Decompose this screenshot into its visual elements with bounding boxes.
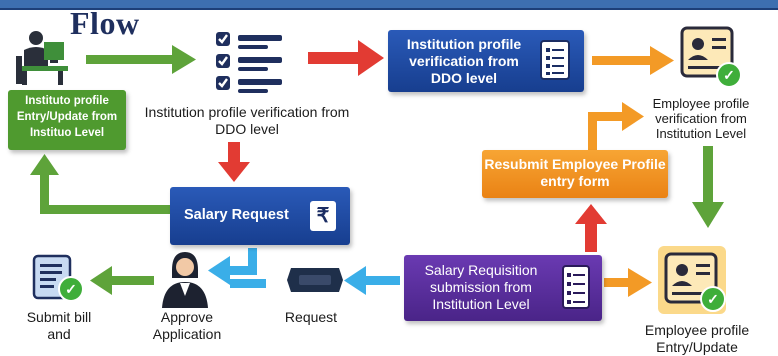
document-list-icon: [540, 40, 570, 80]
instituto-profile-entry-box[interactable]: Instituto profile Entry/Update from Inst…: [8, 90, 126, 150]
employee-verification-label: Employee profile verification from Insti…: [652, 96, 750, 141]
document-list-icon: [562, 265, 590, 309]
arrow-green-to-submit-bill: [90, 266, 154, 295]
arrow-orange-to-emp-verify: [592, 46, 674, 75]
checkmark-icon: ✓: [700, 286, 726, 312]
arrow-red-down-to-salary: [218, 142, 250, 182]
arrow-red-up-to-resubmit: [575, 204, 607, 252]
arrow-blue-salary-to-approve: [208, 248, 257, 285]
arrow-green-salary-to-entry: [30, 154, 170, 214]
checkmark-icon: ✓: [58, 276, 84, 302]
checkmark-icon: ✓: [716, 62, 742, 88]
person-at-desk-icon: [16, 31, 68, 85]
institution-ddo-verification-text: Institution profile verification from DD…: [406, 36, 522, 86]
checklist-icon: [216, 32, 282, 93]
bill-icon: ✓: [30, 254, 88, 306]
resubmit-employee-box[interactable]: Resubmit Employee Profile entry form: [482, 150, 668, 198]
submit-bill-label: Submit bill and: [26, 309, 92, 342]
rupee-icon: ₹: [310, 201, 336, 231]
arrow-red-to-ddo-box: [308, 40, 384, 76]
institution-verification-label: Institution profile verification from DD…: [144, 104, 350, 137]
arrow-orange-to-emp-entry: [604, 268, 652, 297]
salary-requisition-text: Salary Requisition submission from Insti…: [424, 262, 538, 312]
page-title: Flow: [70, 5, 140, 41]
businesswoman-icon: [162, 252, 208, 308]
salary-request-text: Salary Request: [184, 207, 289, 223]
arrow-green-down-to-entry: [692, 146, 724, 228]
employee-entry-label: Employee profile Entry/Update: [644, 322, 750, 355]
ticket-icon: [287, 268, 343, 292]
salary-requisition-box[interactable]: Salary Requisition submission from Insti…: [404, 255, 602, 321]
arrow-blue-to-request: [344, 266, 400, 295]
approve-label: Approve Application: [152, 309, 222, 342]
institution-ddo-verification-box[interactable]: Institution profile verification from DD…: [388, 30, 584, 92]
employee-card-icon: ✓: [680, 26, 742, 88]
employee-entry-icon: ✓: [658, 246, 726, 314]
request-label: Request: [284, 309, 338, 325]
arrow-blue-request-to-approve: [230, 279, 266, 288]
salary-request-box[interactable]: Salary Request ₹: [170, 187, 350, 245]
arrow-orange-resubmit-up: [588, 102, 644, 150]
arrow-green-entry-to-verify: [86, 45, 196, 74]
top-banner: [0, 0, 778, 10]
